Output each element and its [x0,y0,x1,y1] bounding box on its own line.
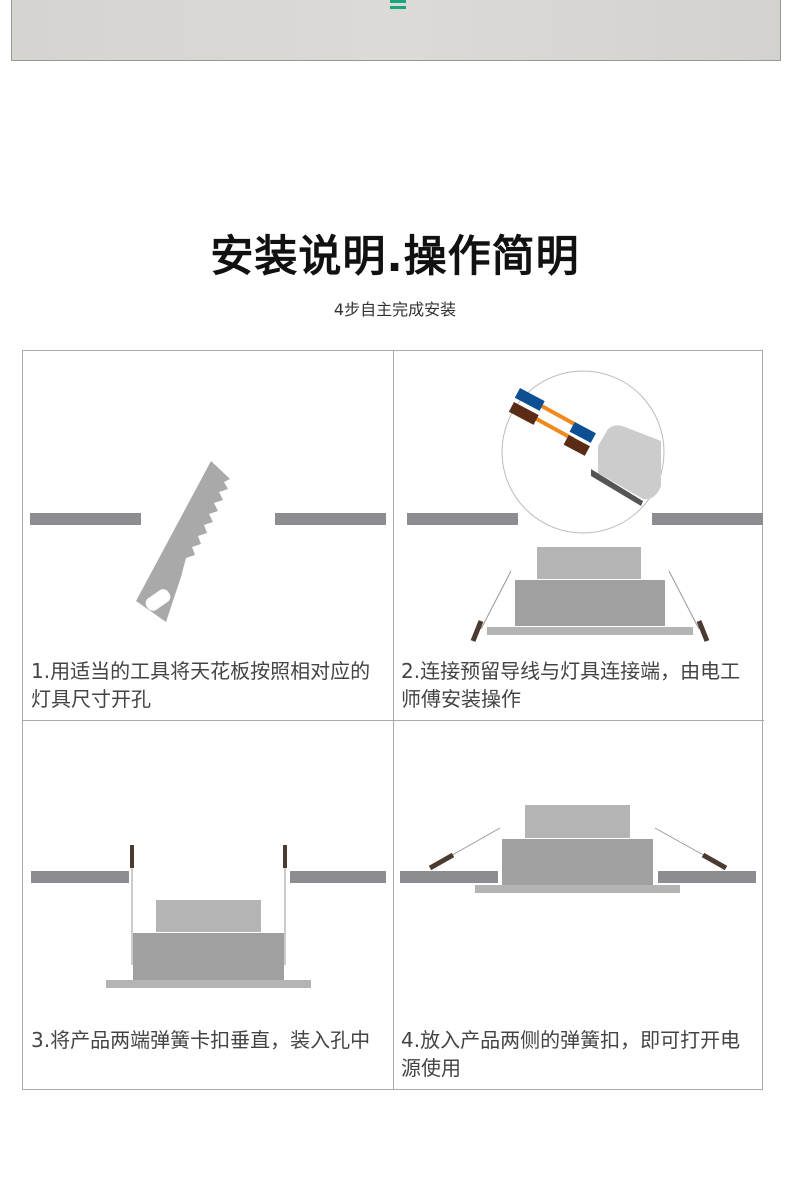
page-title: 安装说明.操作简明 [210,232,580,282]
step-1: 1.用适当的工具将天花板按照相对应的灯具尺寸开孔 [23,351,394,721]
step-4: 4.放入产品两侧的弹簧扣，即可打开电源使用 [393,720,764,1090]
lamp-insert-icon [31,845,386,988]
step-caption: 1.用适当的工具将天花板按照相对应的灯具尺寸开孔 [31,659,371,711]
steps-grid: 1.用适当的工具将天花板按照相对应的灯具尺寸开孔 2.连接预留导线与灯具连接端，… [22,350,764,1090]
lamp-installed-icon [400,805,756,893]
wire-connector-icon [407,370,763,642]
step-caption: 3.将产品两端弹簧卡扣垂直，装入孔中 [31,1028,371,1052]
step-2: 2.连接预留导线与灯具连接端，由电工师傅安装操作 [393,351,764,721]
subtitle: 4步自主完成安装 [333,300,457,319]
step-caption: 4.放入产品两侧的弹簧扣，即可打开电源使用 [401,1028,741,1080]
step-caption: 2.连接预留导线与灯具连接端，由电工师傅安装操作 [401,659,741,711]
menu-icon [390,0,406,12]
step-3: 3.将产品两端弹簧卡扣垂直，装入孔中 [23,720,394,1090]
saw-icon [30,461,386,622]
top-banner [11,0,781,61]
